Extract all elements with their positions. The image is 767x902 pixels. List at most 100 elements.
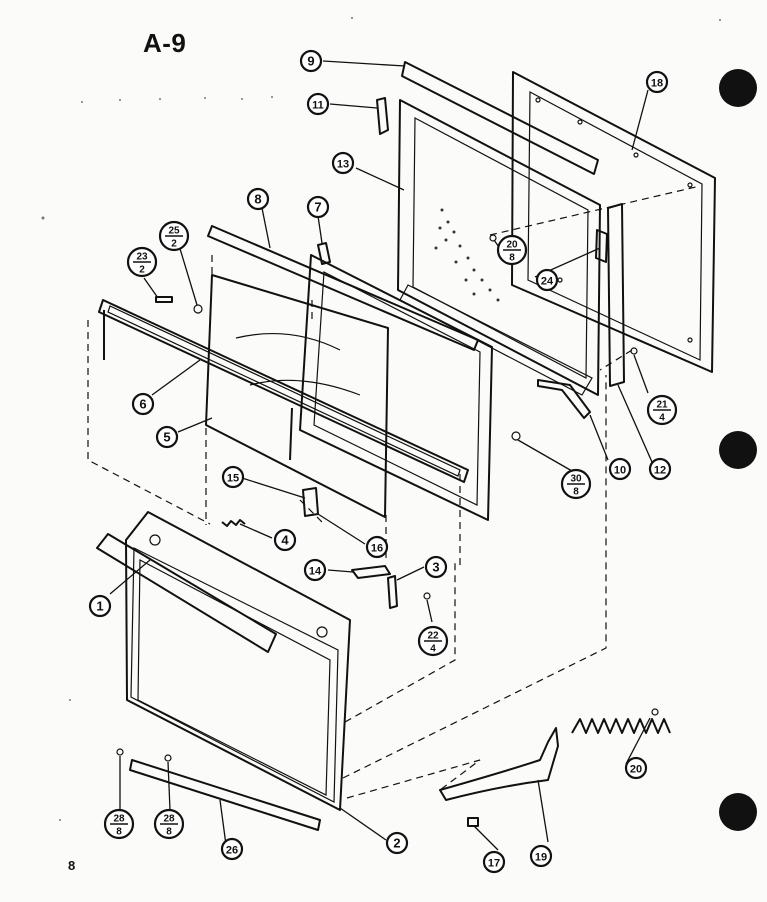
callout-18: 18 — [645, 70, 669, 94]
callout-number: 6 — [139, 397, 146, 412]
callout-number: 18 — [651, 78, 663, 90]
callout-number: 11 — [312, 100, 324, 112]
fraction-bottom: 8 — [166, 827, 172, 838]
callout-5: 5 — [155, 425, 179, 449]
callout-8: 8 — [246, 187, 270, 211]
part-small-spring — [221, 519, 246, 527]
part-top-trim — [401, 61, 599, 175]
callout-20: 20 — [624, 756, 648, 780]
callout-14: 14 — [303, 558, 327, 582]
part-clip — [376, 97, 389, 135]
part-catch — [302, 487, 319, 517]
fraction-callout-30-8: 308 — [560, 468, 592, 500]
fraction-top: 28 — [113, 814, 125, 825]
part-lower-bracket — [537, 379, 591, 419]
callout-number: 14 — [309, 566, 322, 578]
fraction-callout-20-8: 208 — [496, 234, 528, 266]
callout-number: 26 — [226, 845, 238, 857]
callout-9: 9 — [299, 49, 323, 73]
callout-12: 12 — [648, 457, 672, 481]
fraction-top: 20 — [506, 240, 518, 251]
callout-number: 2 — [393, 836, 400, 851]
callout-26: 26 — [220, 837, 244, 861]
page-number: 8 — [68, 858, 76, 873]
callout-1: 1 — [88, 594, 112, 618]
fraction-bottom: 8 — [509, 253, 515, 264]
fraction-callout-28-8: 288 — [103, 808, 135, 840]
callout-number: 17 — [488, 858, 500, 870]
part-long-strip — [207, 225, 479, 351]
callout-3: 3 — [424, 555, 448, 579]
fraction-bottom: 4 — [659, 413, 665, 424]
callout-2: 2 — [385, 831, 409, 855]
fraction-top: 25 — [168, 226, 180, 237]
callout-4: 4 — [273, 528, 297, 552]
callout-15: 15 — [221, 465, 245, 489]
callout-number: 15 — [227, 473, 239, 485]
diagram-title: A-9 — [143, 28, 187, 58]
fraction-callout-23-2: 232 — [126, 246, 158, 278]
part-inner-frame — [397, 99, 601, 396]
part-middle-frame — [299, 242, 493, 521]
callout-number: 5 — [163, 430, 170, 445]
fraction-bottom: 2 — [139, 265, 145, 276]
callout-13: 13 — [331, 151, 355, 175]
fraction-bottom: 8 — [116, 827, 122, 838]
fraction-bottom: 2 — [171, 239, 177, 250]
callout-11: 11 — [306, 92, 330, 116]
binder-hole-bottom — [719, 793, 757, 831]
part-screw — [467, 817, 479, 827]
callout-number: 12 — [654, 465, 666, 477]
part-bottom-strip — [129, 759, 321, 831]
leader-lines — [109, 60, 653, 851]
part-outer-door — [96, 511, 351, 811]
callout-24: 24 — [535, 268, 559, 292]
callout-17: 17 — [482, 850, 506, 874]
callout-number: 19 — [535, 852, 547, 864]
scan-noise — [41, 17, 721, 821]
part-hinge-arm — [439, 727, 559, 801]
callout-6: 6 — [131, 392, 155, 416]
fraction-top: 28 — [163, 814, 175, 825]
callout-10: 10 — [608, 457, 632, 481]
part-handle-rail — [98, 299, 469, 483]
part-hinge-spring — [571, 708, 671, 734]
callout-19: 19 — [529, 844, 553, 868]
fraction-bottom: 4 — [430, 644, 436, 655]
callout-7: 7 — [306, 195, 330, 219]
fraction-callout-21-4: 214 — [646, 394, 678, 426]
fraction-top: 21 — [656, 400, 668, 411]
callout-number: 16 — [371, 543, 383, 555]
callout-number: 13 — [337, 159, 349, 171]
binder-hole-middle — [719, 431, 757, 469]
callout-number: 10 — [614, 465, 626, 477]
fraction-callout-22-4: 224 — [417, 625, 449, 657]
callout-number: 7 — [314, 200, 321, 215]
part-outer-frame — [511, 71, 716, 373]
fraction-top: 30 — [570, 474, 582, 485]
fraction-top: 23 — [136, 252, 148, 263]
callout-number: 24 — [541, 276, 554, 288]
callout-number: 3 — [432, 560, 439, 575]
part-pin — [387, 575, 398, 609]
callout-number: 4 — [281, 533, 289, 548]
callout-number: 9 — [307, 54, 314, 69]
part-latch — [351, 565, 391, 579]
callout-number: 8 — [254, 192, 261, 207]
fraction-callout-25-2: 252 — [158, 220, 190, 252]
callout-number: 20 — [630, 764, 642, 776]
perforated-mesh — [434, 208, 500, 302]
part-side-bracket — [607, 203, 625, 387]
fraction-callout-28-8: 288 — [153, 808, 185, 840]
callout-16: 16 — [365, 535, 389, 559]
screws — [116, 234, 638, 762]
fraction-bottom: 8 — [573, 487, 579, 498]
part-hinge-plate — [595, 229, 608, 263]
fraction-top: 22 — [427, 631, 439, 642]
callout-number: 1 — [96, 599, 103, 614]
part-glass-panel — [205, 274, 389, 518]
